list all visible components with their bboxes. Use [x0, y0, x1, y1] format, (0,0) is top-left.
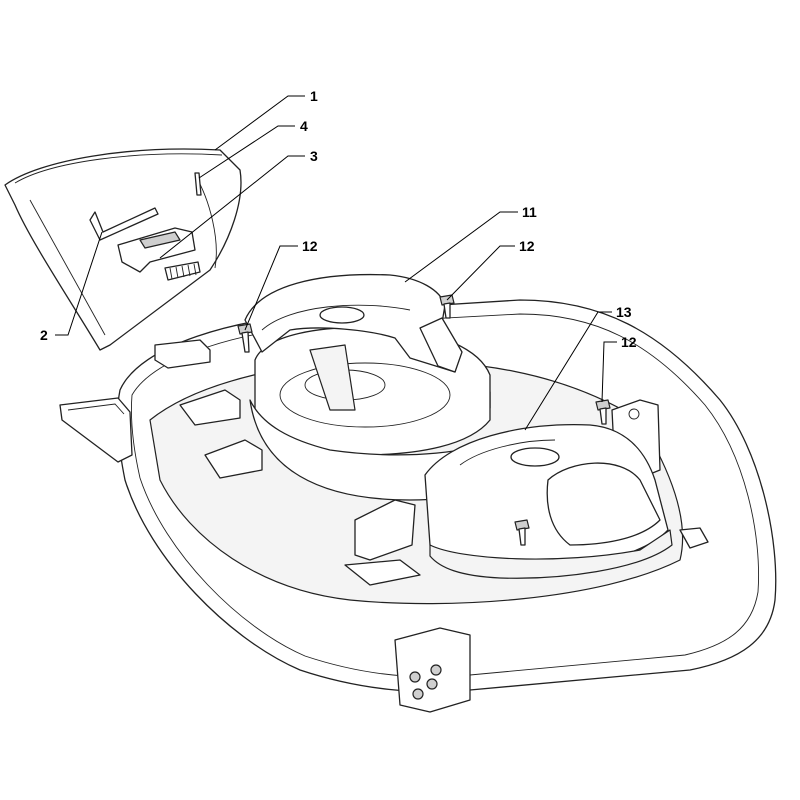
- callout-1: 1: [310, 88, 318, 104]
- deck-wheel-bracket-left: [59, 397, 133, 463]
- screw-12c: [595, 399, 611, 425]
- leader-lines: [55, 95, 617, 431]
- callout-13: 13: [616, 304, 632, 320]
- latch-and-spring: [117, 227, 201, 281]
- callout-labels: 1 4 3 2 11 12 12 13 12: [40, 88, 637, 350]
- callout-3: 3: [310, 148, 318, 164]
- pin: [194, 172, 202, 196]
- callout-12-left: 12: [302, 238, 318, 254]
- pulley-cover-left: [244, 273, 463, 373]
- pulley-cover-right: [424, 424, 673, 579]
- screw-on-cover: [514, 519, 530, 546]
- callout-11: 11: [522, 204, 537, 220]
- deck-height-bracket-front: [394, 627, 471, 713]
- guard-rod: [89, 207, 159, 241]
- callout-2: 2: [40, 327, 48, 343]
- callout-12-center: 12: [519, 238, 535, 254]
- callout-4: 4: [300, 118, 308, 134]
- callout-12-right: 12: [621, 334, 637, 350]
